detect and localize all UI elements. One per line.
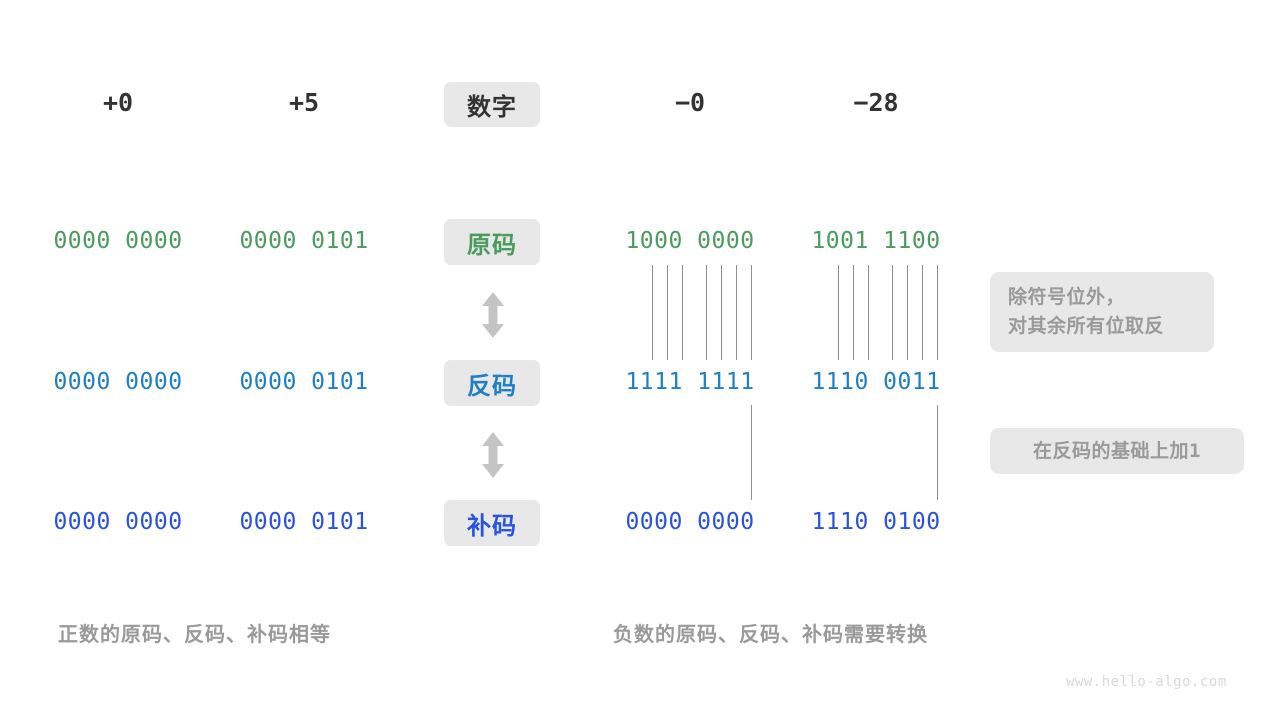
up-down-arrow-icon-original-to-ones	[478, 290, 508, 345]
watermark: www.hello-algo.com	[1066, 674, 1227, 690]
cell-original-minus-zero: 1000 0000	[625, 228, 755, 254]
bit-connector-line	[751, 265, 752, 360]
cell-original-minus-twentyeight: 1001 1100	[811, 228, 941, 254]
bit-connector-line	[736, 265, 737, 360]
row-axis-header-label: 数字	[444, 82, 540, 127]
carry-connector-line	[937, 405, 938, 500]
bit-connector-line	[853, 265, 854, 360]
bit-connector-line	[892, 265, 893, 360]
row-label-original-code: 原码	[444, 219, 540, 265]
cell-ones-complement-plus-five: 0000 0101	[239, 369, 369, 395]
column-header-plus-zero: +0	[102, 88, 134, 117]
row-label-ones-complement: 反码	[444, 360, 540, 406]
bit-connector-line	[667, 265, 668, 360]
bit-connector-line	[706, 265, 707, 360]
bit-connector-line	[652, 265, 653, 360]
cell-ones-complement-minus-twentyeight: 1110 0011	[811, 369, 941, 395]
caption-positive-numbers: 正数的原码、反码、补码相等	[58, 624, 331, 646]
note-invert-bits-line2: 对其余所有位取反	[1008, 316, 1165, 337]
note-invert-bits: 除符号位外， 对其余所有位取反	[990, 272, 1214, 352]
cell-ones-complement-minus-zero: 1111 1111	[625, 369, 755, 395]
note-add-one: 在反码的基础上加 1	[990, 428, 1244, 474]
row-label-twos-complement: 补码	[444, 500, 540, 546]
bit-connector-line	[838, 265, 839, 360]
cell-twos-complement-minus-twentyeight: 1110 0100	[811, 509, 941, 535]
note-invert-bits-line1: 除符号位外，	[1008, 287, 1126, 308]
bit-connector-line	[682, 265, 683, 360]
cell-twos-complement-plus-zero: 0000 0000	[53, 509, 183, 535]
cell-original-plus-five: 0000 0101	[239, 228, 369, 254]
column-header-minus-twentyeight: −28	[853, 88, 899, 117]
bit-connector-line	[721, 265, 722, 360]
bit-connector-line	[868, 265, 869, 360]
caption-negative-numbers: 负数的原码、反码、补码需要转换	[613, 624, 928, 646]
cell-original-plus-zero: 0000 0000	[53, 228, 183, 254]
note-add-one-value: 1	[1189, 439, 1201, 462]
cell-twos-complement-plus-five: 0000 0101	[239, 509, 369, 535]
column-header-minus-zero: −0	[674, 88, 706, 117]
carry-connector-line	[751, 405, 752, 500]
column-header-plus-five: +5	[288, 88, 320, 117]
note-add-one-text: 在反码的基础上加	[1033, 440, 1190, 462]
bit-connector-line	[937, 265, 938, 360]
bit-connector-line	[922, 265, 923, 360]
bit-connector-line	[907, 265, 908, 360]
cell-twos-complement-minus-zero: 0000 0000	[625, 509, 755, 535]
up-down-arrow-icon-ones-to-twos	[478, 430, 508, 485]
cell-ones-complement-plus-zero: 0000 0000	[53, 369, 183, 395]
